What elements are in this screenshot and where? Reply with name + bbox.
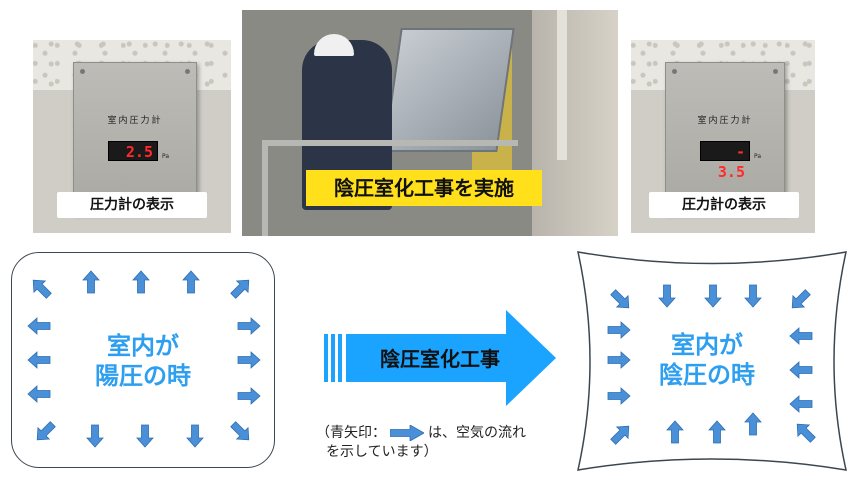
positive-pressure-panel: 室内が 陽圧の時 [11,252,275,468]
pipe [557,10,567,160]
photo-gauge-positive: 室内圧力計 2.5 Pa 圧力計の表示 [33,40,231,233]
gauge-title: 室内圧力計 [107,116,163,126]
photo-construction: 陰圧室化工事を実施 [242,10,618,236]
airflow-arrow-icon [607,286,635,314]
gauge-display: 2.5 [108,141,158,161]
airflow-arrow-icon [744,284,762,308]
airflow-arrow-icon [708,420,726,444]
gauge-unit: Pa [162,153,170,160]
blue-arrow-icon [390,425,424,441]
airflow-arrow-icon [666,420,684,444]
negative-pressure-label: 室内が 陰圧の時 [632,330,782,390]
photo-gauge-negative: 室内圧力計 - 3.5 Pa 圧力計の表示 [631,40,815,233]
pillar [532,10,618,236]
airflow-arrow-icon [791,418,819,446]
screw-icon [185,69,190,74]
airflow-arrow-icon [789,361,813,379]
airflow-arrow-icon [704,284,722,308]
airflow-arrow-icon [607,321,631,339]
gauge-unit: Pa [754,153,762,160]
legend-line2: を示しています） [326,444,438,460]
airflow-arrow-icon [744,412,762,436]
helmet-icon [314,34,354,56]
screw-icon [672,69,677,74]
legend-line1: （青矢印： は、空気の流れ [316,422,526,442]
photo-caption: 圧力計の表示 [57,192,207,218]
panel-line1: 室内が [671,331,743,359]
airflow-arrow-icon [607,420,635,448]
airflow-arrow-icon [607,351,631,369]
construction-caption: 陰圧室化工事を実施 [306,170,542,206]
screw-icon [80,69,85,74]
duct [383,28,515,152]
panel-line1: 室内が [107,332,179,360]
airflow-arrow-icon [658,284,676,308]
panel-line2: 陰圧の時 [659,361,755,389]
gauge-title: 室内圧力計 [697,116,753,126]
photo-caption: 圧力計の表示 [649,192,799,218]
legend-suffix: は、空気の流れ [428,425,526,441]
screw-icon [773,69,778,74]
airflow-arrow-icon [786,286,814,314]
panel-line2: 陽圧の時 [95,362,191,390]
construction-arrow-label: 陰圧室化工事 [380,347,500,371]
scaffold [262,140,518,236]
airflow-arrow-icon [789,327,813,345]
gauge-display: - 3.5 [700,141,750,181]
airflow-arrow-icon [789,395,813,413]
legend-prefix: （青矢印： [316,425,386,441]
positive-pressure-label: 室内が 陽圧の時 [12,331,274,391]
airflow-arrow-icon [607,387,631,405]
pressure-gauge-box: 室内圧力計 2.5 Pa [73,62,197,214]
